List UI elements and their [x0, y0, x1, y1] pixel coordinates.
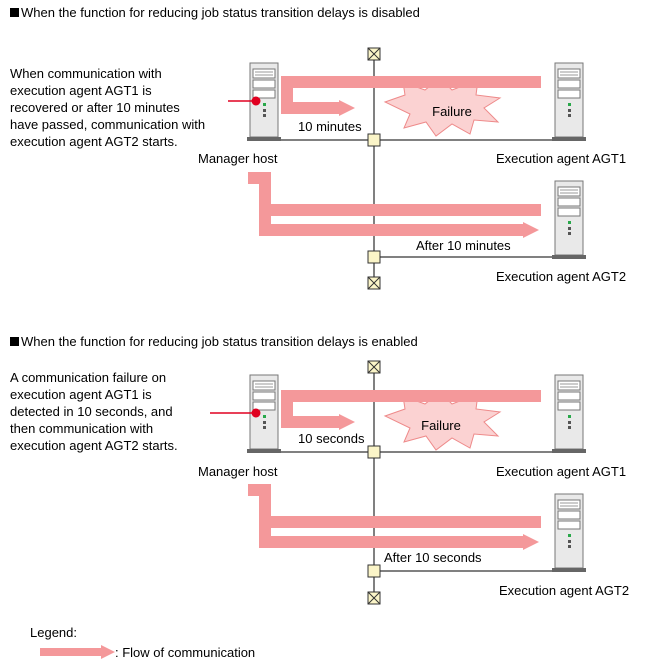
manager-host-label: Manager host	[198, 464, 278, 479]
agent2-server-icon	[551, 180, 587, 260]
flow-arrow-agt2	[248, 172, 526, 236]
agent1-server-icon	[551, 62, 587, 142]
note-line: recovered or after 10 minutes	[10, 100, 180, 115]
failure-label: Failure	[432, 104, 472, 119]
network-terminator-icon	[367, 591, 381, 605]
manager-host-label: Manager host	[198, 151, 278, 166]
note-line: have passed, communication with	[10, 117, 205, 132]
section-enabled: When the function for reducing job statu…	[10, 334, 629, 605]
flow-arrow-top	[248, 172, 541, 216]
indicator-dot-icon	[251, 408, 261, 418]
flow-arrow-agt1	[281, 390, 541, 428]
flow-arrow-agt2	[248, 484, 526, 548]
flow-arrowhead	[523, 222, 539, 238]
network-terminator-icon	[367, 360, 381, 374]
wait-label: 10 minutes	[298, 119, 362, 134]
legend: Legend: : Flow of communication	[30, 625, 255, 660]
network-hub-icon	[367, 445, 381, 459]
failure-label: Failure	[421, 418, 461, 433]
failure-burst-icon	[383, 391, 502, 451]
network-hub-icon	[367, 133, 381, 147]
agent1-label: Execution agent AGT1	[496, 151, 626, 166]
agent2-label: Execution agent AGT2	[496, 269, 626, 284]
after-label: After 10 minutes	[416, 238, 511, 253]
network-hub-icon	[367, 564, 381, 578]
flow-arrowhead	[339, 100, 355, 116]
note-line: then communication with	[10, 421, 153, 436]
flow-arrowhead	[523, 534, 539, 550]
network-terminator-icon	[367, 47, 381, 61]
agent2-label: Execution agent AGT2	[499, 583, 629, 598]
section-heading: When the function for reducing job statu…	[21, 5, 420, 20]
legend-title: Legend:	[30, 625, 77, 640]
note-line: execution agent AGT2 starts.	[10, 438, 178, 453]
note-line: execution agent AGT2 starts.	[10, 134, 178, 149]
section-bullet-icon	[10, 337, 19, 346]
agent1-label: Execution agent AGT1	[496, 464, 626, 479]
note-line: execution agent AGT1 is	[10, 83, 152, 98]
note-line: A communication failure on	[10, 370, 166, 385]
flow-arrow-top	[248, 484, 541, 528]
network-terminator-icon	[367, 276, 381, 290]
agent2-server-icon	[551, 493, 587, 573]
after-label: After 10 seconds	[384, 550, 482, 565]
section-heading: When the function for reducing job statu…	[21, 334, 418, 349]
note-line: When communication with	[10, 66, 162, 81]
flow-arrow-agt1	[281, 76, 541, 114]
indicator-dot-icon	[251, 96, 261, 106]
legend-flow-arrowhead	[101, 645, 115, 659]
flow-arrowhead	[339, 414, 355, 430]
note-line: detected in 10 seconds, and	[10, 404, 173, 419]
note-line: execution agent AGT1 is	[10, 387, 152, 402]
failure-burst-icon	[383, 77, 502, 137]
agent1-server-icon	[551, 374, 587, 454]
section-bullet-icon	[10, 8, 19, 17]
legend-flow-label: : Flow of communication	[115, 645, 255, 660]
network-hub-icon	[367, 250, 381, 264]
section-disabled: When the function for reducing job statu…	[10, 5, 626, 290]
wait-label: 10 seconds	[298, 431, 365, 446]
